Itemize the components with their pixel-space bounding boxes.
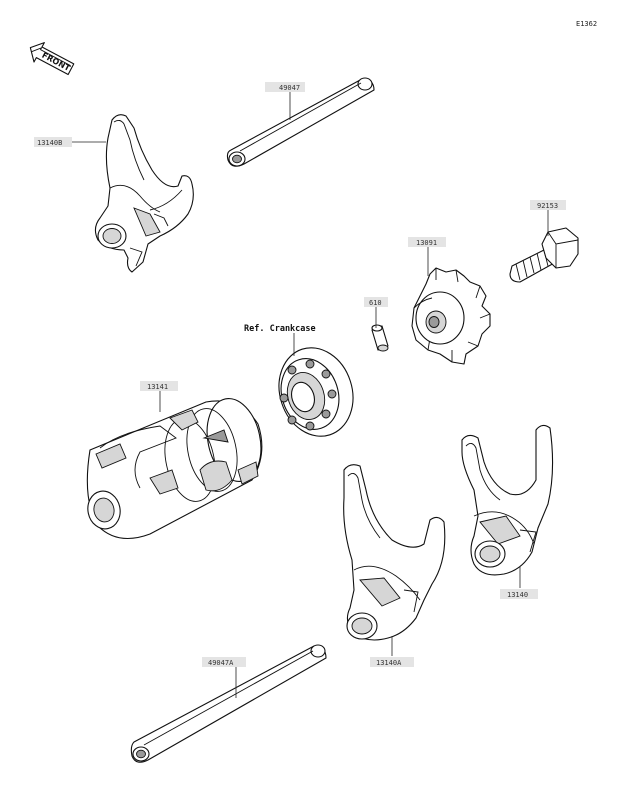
bolt-92153 xyxy=(509,227,579,283)
part-number: 610 xyxy=(369,299,382,307)
part-label-92153: 92153 xyxy=(530,200,566,210)
part-label-610: 610 xyxy=(364,297,388,307)
diagram-code: E1362 xyxy=(576,20,597,28)
shift-fork-13140b xyxy=(94,114,194,273)
part-label-49047a: 49047A xyxy=(202,657,246,667)
shift-fork-13140a xyxy=(343,464,446,641)
part-number: 13140 xyxy=(507,591,528,599)
pin-610 xyxy=(371,324,389,352)
part-number: 49047 xyxy=(279,84,300,92)
bearing-ref-crankcase xyxy=(278,347,354,437)
part-label-13140b: 13140B xyxy=(34,137,72,147)
shift-fork-13140 xyxy=(461,424,554,576)
part-label-13140: 13140 xyxy=(500,589,538,599)
part-label-13141: 13141 xyxy=(140,381,178,391)
shift-drum-13141 xyxy=(86,398,263,540)
part-number: 13091 xyxy=(416,239,437,247)
part-label-49047: 49047 xyxy=(265,82,305,92)
part-number: 13140B xyxy=(37,139,62,147)
part-number: 13141 xyxy=(147,383,168,391)
part-label-13091: 13091 xyxy=(408,237,446,247)
shift-drum-cam-13091 xyxy=(411,267,491,365)
part-label-13140a: 13140A xyxy=(370,657,414,667)
shift-rod-upper xyxy=(226,77,375,167)
reference-note: Ref. Crankcase xyxy=(244,324,316,334)
part-number: 92153 xyxy=(537,202,558,210)
part-number: 13140A xyxy=(376,659,402,667)
front-arrow-icon: FRONT xyxy=(29,42,75,76)
part-number: 49047A xyxy=(208,659,234,667)
shift-rod-lower xyxy=(130,644,327,763)
leader-lines xyxy=(72,91,549,698)
